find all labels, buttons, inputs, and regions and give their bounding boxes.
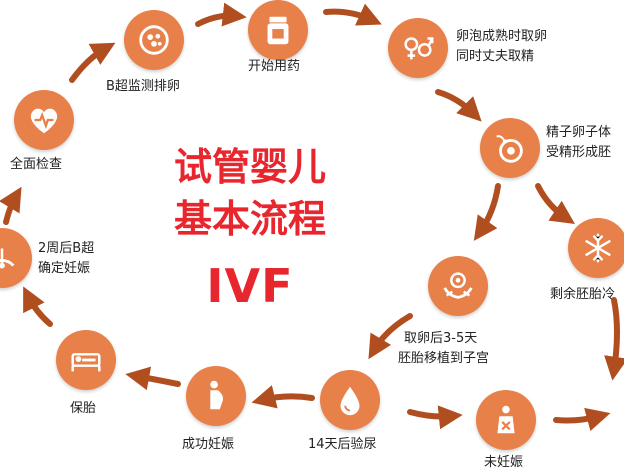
snowflake-icon: [585, 233, 611, 263]
urine-drop-icon: [340, 386, 360, 416]
node-fertilize: [480, 118, 540, 178]
label-egg-retrieval-1: 卵泡成熟时取卵: [456, 29, 548, 44]
label-start-meds: 开始用药: [248, 59, 301, 74]
label-egg-retrieval-2: 同时丈夫取精: [456, 49, 535, 64]
ultrasound-icon: [0, 248, 15, 269]
label-test: 14天后验尿: [308, 437, 377, 452]
embryo-hands-icon: [443, 272, 473, 299]
pregnant-woman-icon: [210, 380, 223, 410]
node-pregnant: [186, 366, 246, 426]
arrow-frozen-down: [604, 297, 624, 381]
node-egg-retrieval: [388, 18, 448, 78]
label-fertilize-2: 受精形成胚: [546, 145, 612, 160]
arrow-meds-to-retrieval: [323, 3, 382, 26]
node-keep: [56, 330, 116, 390]
label-keep: 保胎: [70, 401, 97, 416]
arrow-confirm-to-checkup: [0, 186, 22, 225]
follicle-icon: [139, 25, 169, 55]
label-transfer-1: 取卵后3-5天: [404, 331, 478, 346]
arrow-monitor-to-meds: [195, 2, 247, 27]
node-checkup: [14, 90, 74, 150]
arrow-checkup-to-monitor: [69, 42, 116, 83]
label-bscan-confirm-2: 确定妊娠: [38, 261, 91, 276]
node-frozen: [568, 218, 624, 278]
medicine-bottle-icon: [267, 16, 289, 45]
label-frozen: 剩余胚胎冷: [550, 287, 616, 302]
bed-rest-icon: [71, 353, 101, 372]
label-not-pregnant: 未妊娠: [484, 455, 524, 470]
label-pregnant: 成功妊娠: [182, 437, 235, 452]
arrow-fertilize-to-frozen: [535, 183, 575, 224]
label-bscan-monitor: B超监测排卵: [106, 79, 180, 94]
arrow-retrieval-to-fertilize: [435, 89, 482, 122]
node-transfer: [428, 256, 488, 316]
arrow-test-to-preg: [251, 385, 315, 409]
label-bscan-confirm-1: 2周后B超: [38, 241, 95, 256]
node-start-meds: [248, 0, 308, 60]
arrow-fertilize-to-transfer: [473, 183, 501, 241]
arrow-test-to-notpreg: [407, 405, 463, 430]
node-bscan-monitor: [124, 10, 184, 70]
label-transfer-2: 胚胎移植到子宫: [398, 351, 490, 366]
not-pregnant-icon: [497, 405, 515, 434]
arrow-preg-to-keep: [125, 366, 181, 391]
node-not-pregnant: [476, 390, 536, 450]
label-fertilize-1: 精子卵子体: [546, 125, 612, 140]
title-line-3: IVF: [206, 259, 294, 313]
heart-pulse-icon: [30, 108, 58, 134]
node-test: [320, 370, 380, 430]
title-line-1: 试管婴儿: [173, 145, 326, 189]
sperm-egg-icon: [496, 135, 523, 163]
arrow-notpreg-right: [553, 407, 611, 432]
arrow-keep-to-confirm: [23, 286, 53, 327]
title-line-2: 基本流程: [173, 197, 326, 241]
label-checkup: 全面检查: [10, 157, 63, 172]
male-female-icon: [404, 37, 434, 60]
arrow-transfer-to-test: [368, 313, 413, 360]
